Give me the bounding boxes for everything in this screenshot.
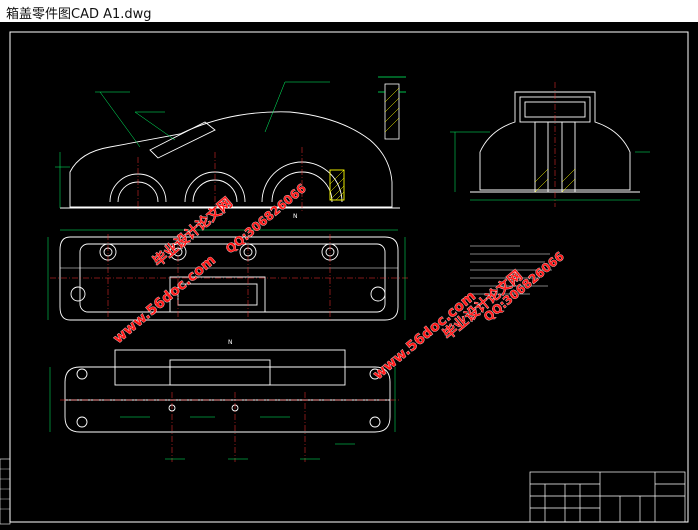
watermark-group-left: 毕业设计论文网 www.56doc.com QQ:306826066 bbox=[110, 181, 309, 348]
section-label-n-upper: N bbox=[293, 213, 298, 220]
window-title: 箱盖零件图CAD A1.dwg bbox=[6, 7, 152, 22]
front-elevation-dims bbox=[55, 81, 330, 208]
drawing-border bbox=[9, 31, 689, 523]
window-titlebar: 箱盖零件图CAD A1.dwg bbox=[0, 0, 698, 23]
cad-drawing-canvas[interactable]: N N bbox=[0, 22, 698, 530]
cad-drawing-svg[interactable]: N N bbox=[0, 22, 698, 530]
bottom-view-dims bbox=[49, 367, 396, 460]
front-elevation-hatch bbox=[329, 169, 345, 201]
bottom-view bbox=[64, 349, 391, 433]
detail-section-small bbox=[378, 76, 406, 140]
technical-notes bbox=[470, 245, 552, 295]
left-margin-table-lines bbox=[0, 468, 10, 510]
side-view-hatch bbox=[534, 168, 576, 193]
watermark-text-1: 毕业设计论文网 bbox=[150, 194, 236, 270]
section-label-n-lower: N bbox=[228, 339, 233, 346]
left-margin-table bbox=[0, 458, 11, 525]
watermark-text-5: www.56doc.com bbox=[370, 288, 479, 383]
bottom-view-centerlines bbox=[60, 392, 400, 462]
detail-hatch bbox=[384, 87, 400, 133]
title-block bbox=[529, 471, 686, 523]
front-elevation-view bbox=[60, 111, 400, 209]
top-plan-centerlines bbox=[50, 234, 410, 322]
front-elevation-centerlines bbox=[137, 147, 303, 212]
watermark-group-right: 毕业设计论文网 www.56doc.com QQ:306826066 bbox=[370, 249, 567, 384]
top-plan-dims bbox=[47, 229, 406, 320]
